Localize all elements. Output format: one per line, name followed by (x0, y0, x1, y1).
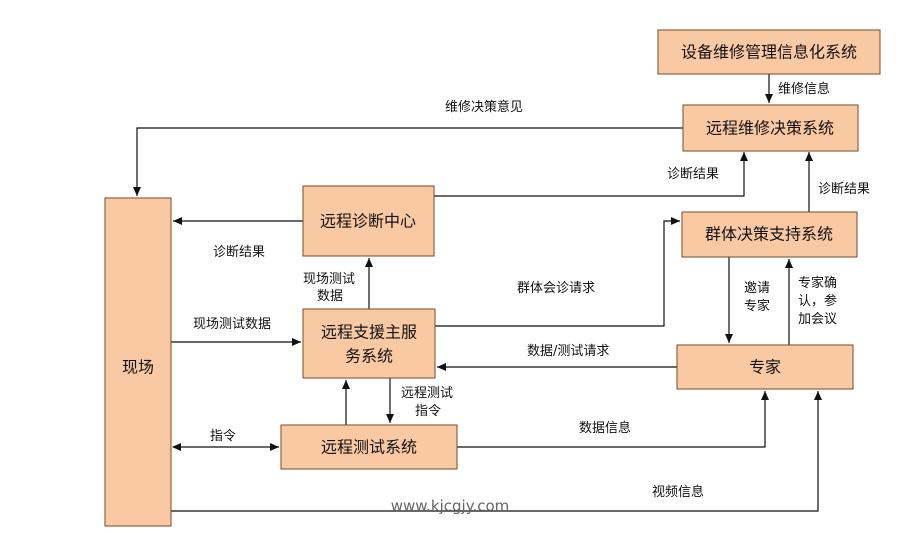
label-remote-test-command-2: 指令 (415, 404, 441, 419)
node-label: 远程维修决策系统 (706, 119, 834, 138)
watermark-text: www.kjcgjy.com (391, 497, 510, 515)
edge-data-info (457, 391, 769, 448)
label-expert-confirm-1: 专家确 (798, 275, 837, 291)
node-remote-test-system: 远程测试系统 (280, 424, 458, 470)
node-site: 现场 (104, 197, 172, 527)
label-data-info: 数据信息 (579, 420, 631, 436)
label-group-consult-request: 群体会诊请求 (517, 281, 595, 296)
label-remote-test-command-1: 远程测试 (401, 386, 453, 401)
node-label: 群体决策支持系统 (705, 225, 833, 244)
node-label-line1: 远程支援主服 (321, 323, 417, 342)
edge-diagnosis-to-decision (434, 152, 748, 197)
node-remote-support-main-system: 远程支援主服 务系统 (302, 308, 436, 379)
label-maintenance-info: 维修信息 (778, 81, 830, 97)
label-invite-experts-1: 邀请 (744, 281, 770, 296)
edge-labels: 维修信息 维修决策意见 诊断结果 诊断结果 诊断结果 现场测试 数据 现场测试数… (193, 81, 870, 500)
label-diagnosis-result-site: 诊断结果 (213, 245, 265, 260)
label-invite-experts-2: 专家 (744, 298, 770, 314)
node-remote-diagnosis-center: 远程诊断中心 (302, 185, 435, 257)
node-experts: 专家 (676, 344, 854, 390)
edge-decision-opinion (133, 127, 683, 196)
label-diagnosis-result-decision: 诊断结果 (667, 167, 719, 182)
node-group-decision-system: 群体决策支持系统 (681, 211, 858, 258)
edges (133, 74, 822, 512)
label-decision-opinion: 维修决策意见 (445, 99, 523, 115)
node-label: 设备维修管理信息化系统 (681, 43, 857, 62)
label-video-info: 视频信息 (652, 484, 704, 500)
label-expert-confirm-2: 认，参 (798, 293, 837, 309)
label-diagnosis-result-group: 诊断结果 (818, 182, 870, 197)
label-site-test-data: 现场测试数据 (193, 317, 271, 332)
label-command: 指令 (210, 429, 236, 444)
label-expert-confirm-3: 加会议 (798, 312, 837, 327)
edge-group-consult-request (435, 217, 680, 327)
node-label-line2: 务系统 (345, 347, 393, 366)
node-label: 现场 (122, 358, 154, 377)
node-remote-decision-system: 远程维修决策系统 (682, 104, 859, 152)
label-site-test-data-up-2: 数据 (317, 289, 343, 304)
node-label: 远程诊断中心 (320, 212, 416, 231)
node-equipment-info-system: 设备维修管理信息化系统 (657, 29, 881, 75)
label-data-test-request: 数据/测试请求 (527, 344, 609, 359)
edge-video-info (171, 391, 822, 512)
node-label: 远程测试系统 (321, 438, 417, 457)
label-site-test-data-up-1: 现场测试 (303, 272, 355, 287)
node-label: 专家 (749, 358, 781, 377)
